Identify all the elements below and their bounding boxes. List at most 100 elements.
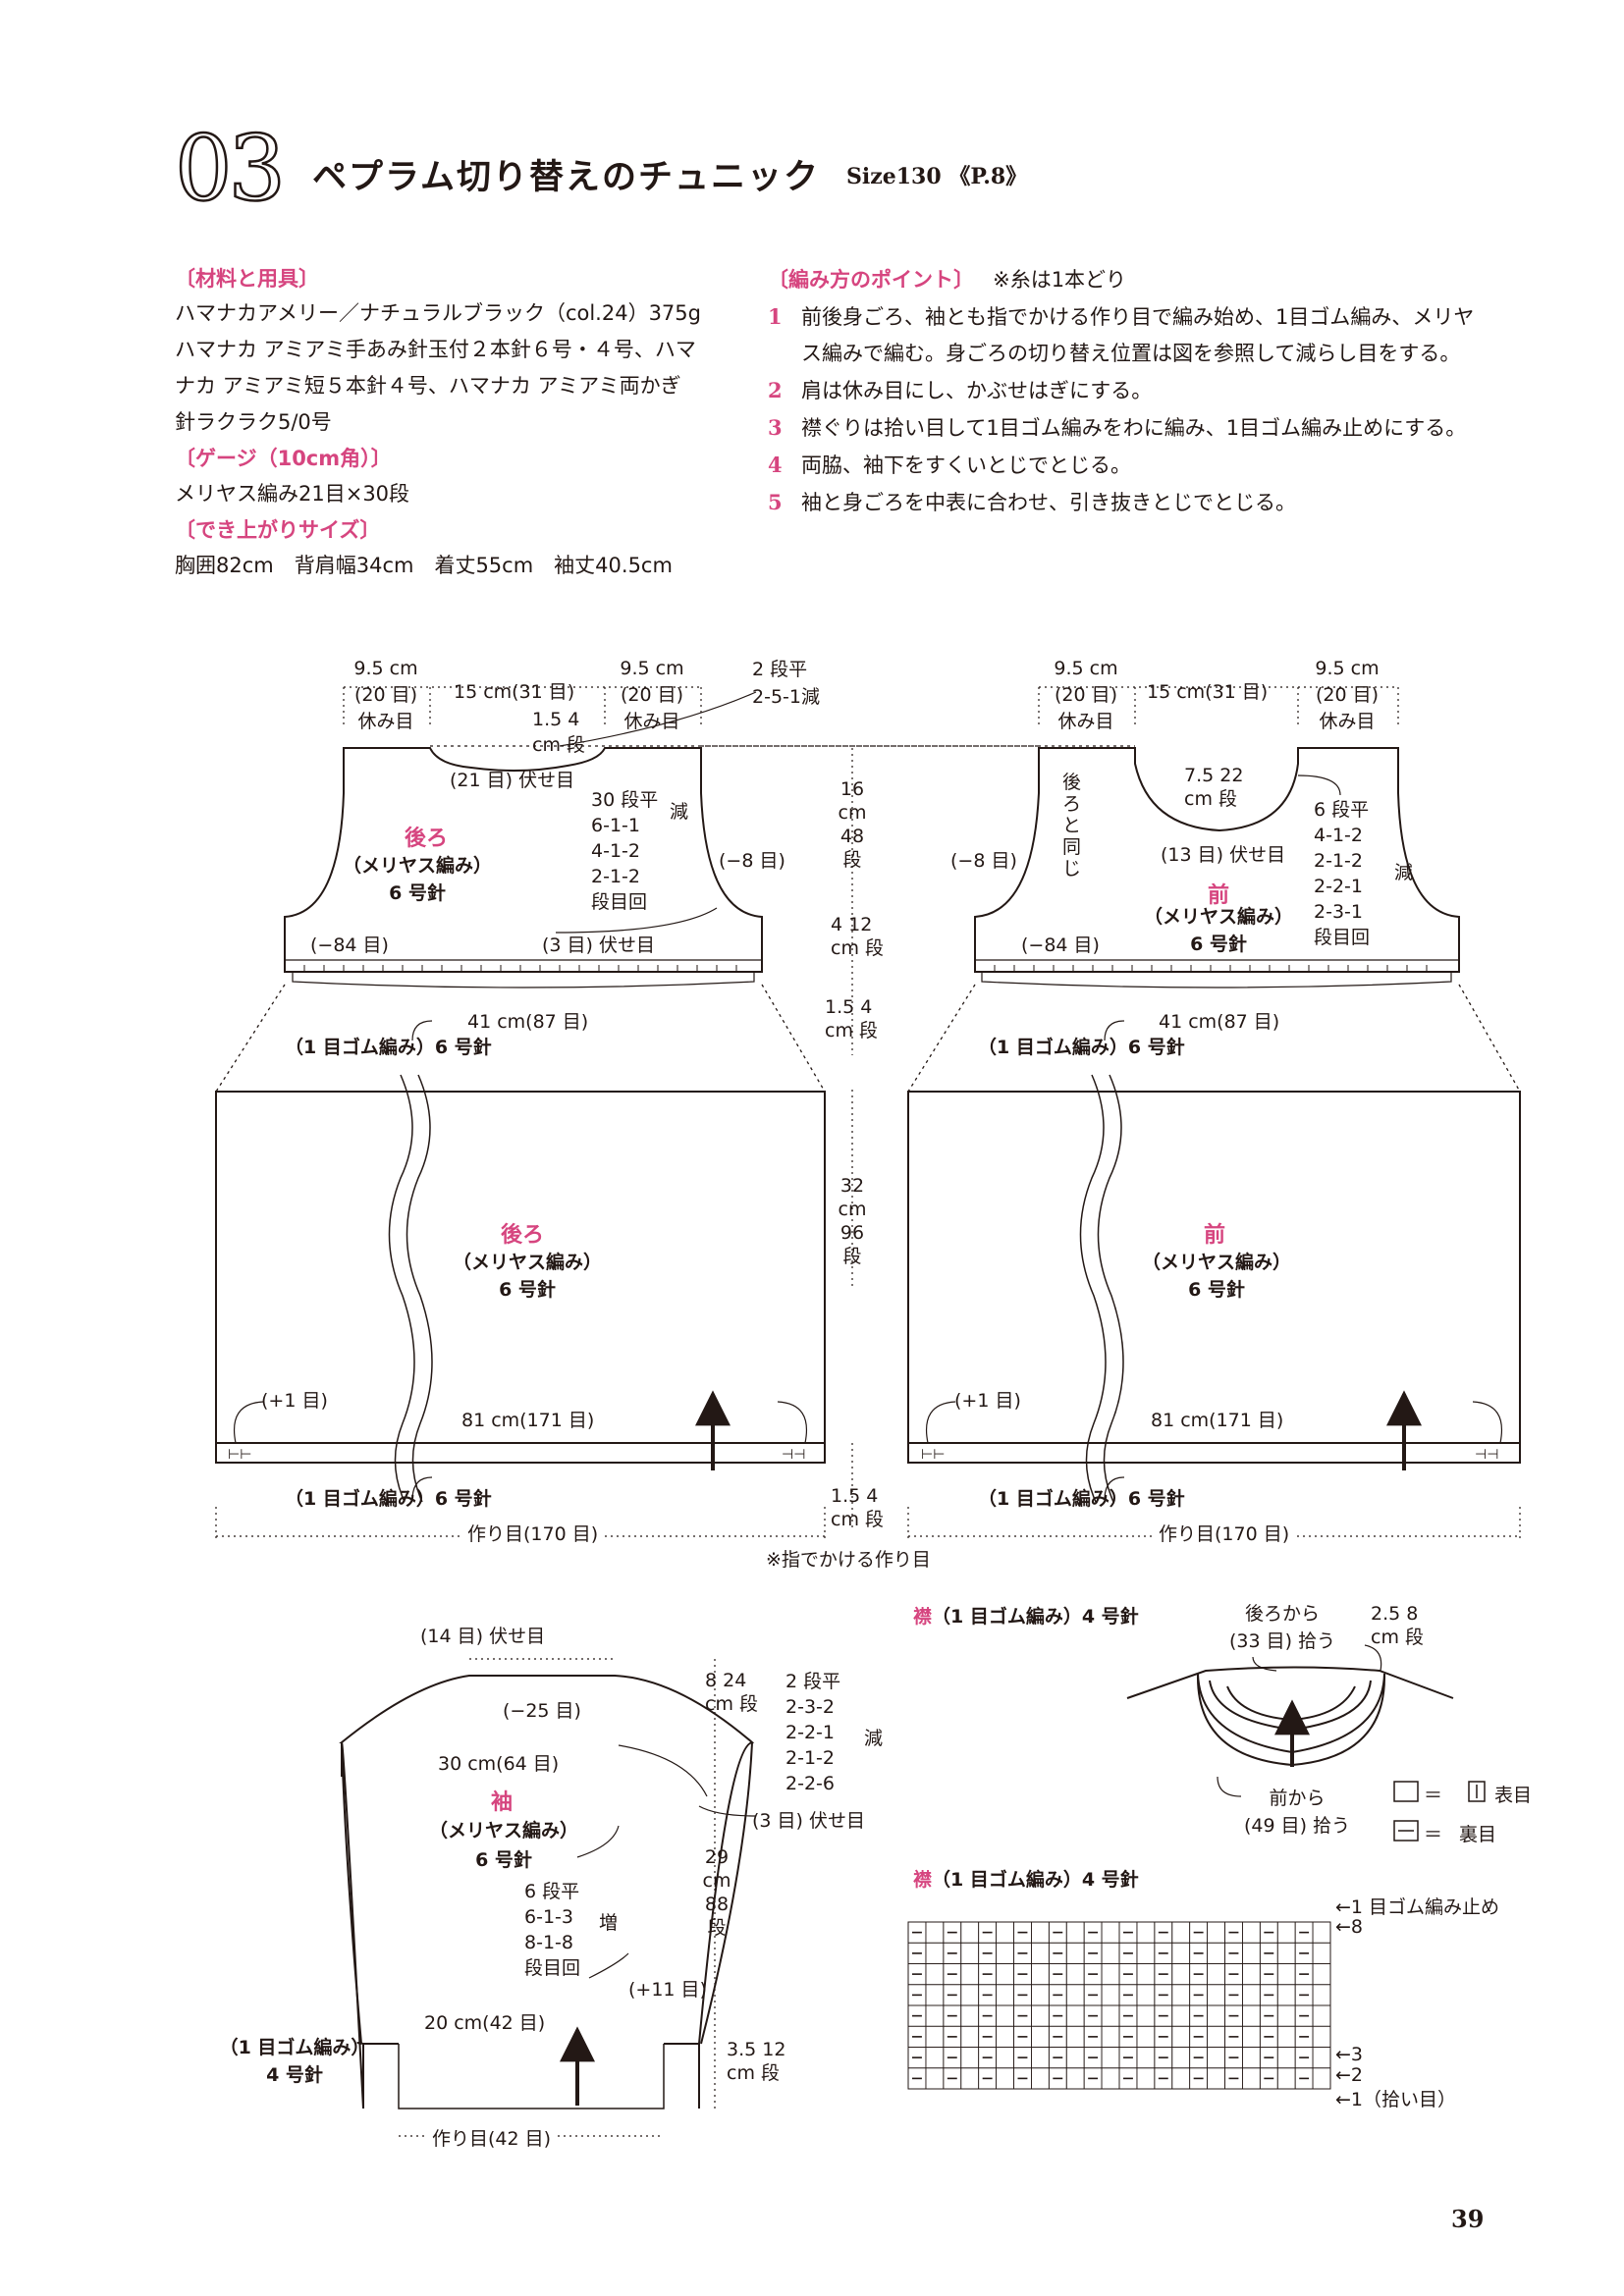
chart-cell [1101,2047,1120,2069]
chart-cell [925,2067,945,2090]
front-yoke-outline [974,747,1460,973]
chart-row-2: ←2 [1335,2064,1364,2086]
chart-cell [1065,2004,1085,2027]
back-yoke-rib [285,959,762,988]
rib-chart-cells [907,1921,1331,2090]
chart-cell [1031,2025,1050,2048]
sleeve-cuff-width: 20 cm(42 目) [424,2012,546,2034]
chart-cell [1312,1942,1331,1964]
chart-cell [1242,2004,1261,2027]
chart-cell [1312,1984,1331,2006]
chart-cell [925,1963,945,1986]
chart-cell [960,1984,980,2006]
bind-leaders [555,907,718,934]
chart-cell [1171,1963,1191,1986]
chart-cell [1031,2067,1050,2090]
rib-mark: ⊣⊣ [782,1447,806,1463]
chart-cell [1312,1963,1331,1986]
back-yoke-rib: （1 目ゴム編み）6 号針 [285,1037,492,1058]
rib-mark: ⊣⊣ [1475,1447,1499,1463]
back-neck-leader [559,691,757,747]
front-plus1: (+1 目) [954,1390,1021,1412]
front-plus-curve [926,1401,1502,1444]
chart-cell [1276,1942,1296,1964]
legend-knit-label: 表目 [1494,1785,1533,1806]
front-label: 前 [1208,883,1230,908]
chart-cell [1031,1984,1050,2006]
rib-mark: ⊢⊢ [228,1447,252,1463]
chart-cell [996,1921,1014,1944]
chart-cell [1101,1921,1120,1944]
back-yoke-width: 41 cm(87 目) [467,1011,589,1033]
chart-cell [1242,1921,1261,1944]
chart-cell [1136,1942,1156,1964]
peplum-back-label: 後ろ [501,1223,545,1248]
chart-cell [1312,2004,1331,2027]
chart-cell [1031,2004,1050,2027]
legend-purl-eq: ＝ [1424,1824,1443,1845]
chart-cell [1207,1942,1225,1964]
chart-cell [1276,1984,1296,2006]
back-peplum-rib: （1 目ゴム編み）6 号針 [285,1488,492,1510]
top-dims [343,686,1399,726]
front-yoke-spec: （メリヤス編み）6 号針 [1143,906,1293,955]
chart-cell [1171,2047,1191,2069]
sleeve-outline [339,1675,755,2109]
chart-cell [1242,2047,1261,2069]
chart-cell [925,1984,945,2006]
chart-cell [925,2004,945,2027]
front-peplum-break [1079,1074,1124,1503]
front-shoulder-left-dim: 9.5 cm(20 目)休み目 [1054,658,1118,732]
chart-cell [1136,1963,1156,1986]
legend-knit-eq: ＝ [1424,1785,1443,1806]
front-peplum-outline [907,1091,1521,1464]
materials-line: ハマナカアメリー／ナチュラルブラック（col.24）375g [175,301,701,325]
back-yoke-outline [284,747,763,973]
pattern-title: ペプラム切り替えのチュニック [312,158,820,197]
back-dec-label: 減 [670,801,689,823]
back-label: 後ろ [405,827,449,851]
materials-section: 〔材料と用具〕 ハマナカアメリー／ナチュラルブラック（col.24）375g ハ… [175,262,701,584]
size-reference: Size130 《P.8》 [846,164,1028,189]
chart-cell [1242,2025,1261,2048]
materials-heading: 〔材料と用具〕 [175,267,319,291]
chart-cell [1171,1942,1191,1964]
chart-cell [1171,2067,1191,2090]
finished-size-text: 胸囲82cm 背肩幅34cm 着丈55cm 袖丈40.5cm [175,554,673,577]
chart-cell [1207,1984,1225,2006]
front-dec-label: 減 [1394,862,1414,883]
chart-cell [1065,1984,1085,2006]
sleeve-bind-14: (14 目) 伏せ目 [420,1626,546,1647]
chart-cell [996,1963,1014,1986]
chart-cell [1101,2067,1120,2090]
chart-cell [1276,2025,1296,2048]
chart-cell [960,2004,980,2027]
peplum-back-spec: （メリヤス編み）6 号針 [452,1252,602,1301]
chart-cell [1171,2025,1191,2048]
front-neck-leader [1297,774,1341,796]
chart-bindoff: ←1 目ゴム編み止め [1335,1896,1500,1918]
front-yoke-rib [975,959,1459,988]
rib-mark: ⊢⊢ [921,1447,946,1463]
sleeve-dims [399,1658,716,2137]
chart-cell [1065,1921,1085,1944]
size-heading: 〔でき上がりサイズ〕 [175,518,381,542]
chart-cell [1171,1921,1191,1944]
chart-cell [1031,1963,1050,1986]
chart-cell [1065,2067,1085,2090]
front-shoulder-right-dim: 9.5 cm(20 目)休み目 [1315,658,1380,732]
front-neck-width: 15 cm(31 目) [1147,681,1269,703]
sleeve-rib-spec: （1 目ゴム編み）4 号針 [219,2037,370,2086]
chart-cell [1312,1921,1331,1944]
guide-dashed [215,745,1521,1093]
chart-title: 襟（1 目ゴム編み）4 号針 [913,1869,1139,1891]
back-peplum-outline [215,1091,826,1464]
chart-cell [1171,2004,1191,2027]
